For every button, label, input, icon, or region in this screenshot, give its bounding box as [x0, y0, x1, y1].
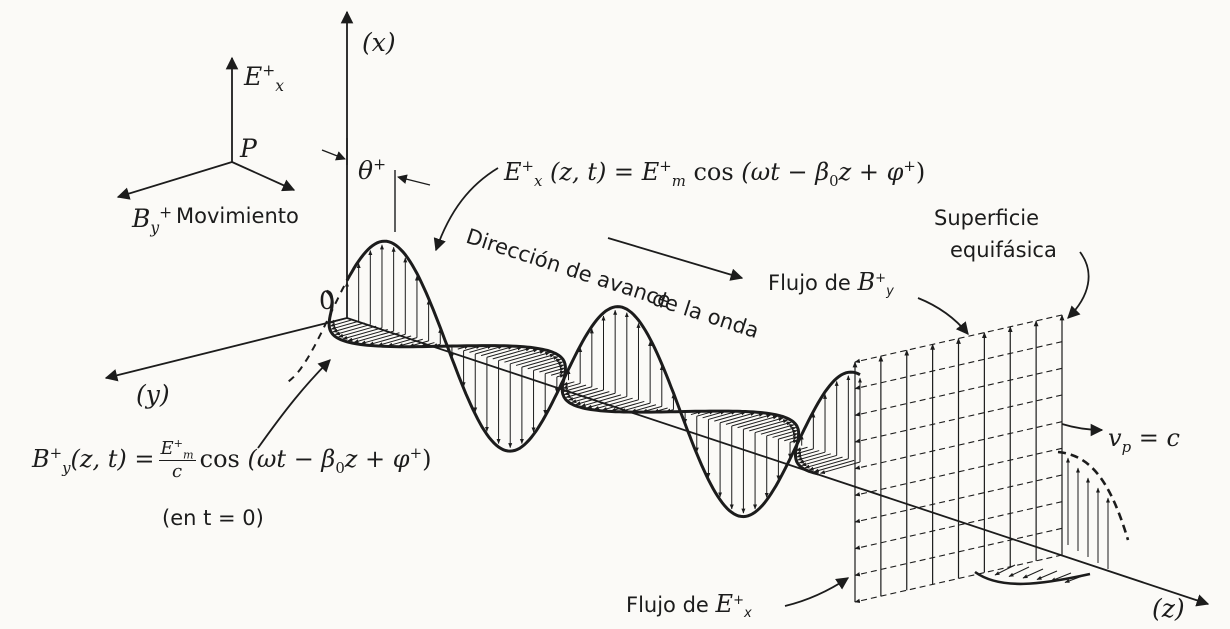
superficie-line-2: equifásica [950, 238, 1057, 262]
point-p-label: P [240, 134, 257, 163]
theta-label: θ+ [358, 155, 387, 185]
b-field-wave [325, 289, 819, 476]
origin-label: 0 [319, 286, 335, 315]
wave-continuation [974, 450, 1130, 586]
theta-pointer-right [397, 174, 431, 186]
by-small-arrow [116, 161, 233, 200]
flujo-by-label: Flujo de B+y [768, 268, 894, 300]
by-eq-note: (en t = 0) [162, 506, 264, 530]
y-axis-line [104, 317, 348, 382]
e-field-wave [345, 239, 861, 519]
z-axis-label: (z) [1152, 594, 1185, 623]
by-eq-pointer [257, 359, 331, 449]
flujo-ex-label: Flujo de E+x [626, 590, 752, 622]
x-axis-label: (x) [362, 28, 396, 57]
flujo-ex-pointer [784, 577, 850, 607]
ex-equation: E+x (z, t) = E+m cos (ωt − β0z + φ+) [504, 157, 926, 190]
y-axis-label: (y) [136, 380, 170, 409]
superficie-line-1: Superficie [934, 206, 1040, 230]
theta-pointer-left [321, 149, 346, 161]
flujo-by-pointer [917, 297, 969, 335]
ex-eq-pointer [433, 167, 499, 252]
vp-pointer [1061, 423, 1104, 437]
phase-velocity-label: vp = c [1108, 424, 1180, 456]
ex-small-label: E+x [244, 61, 284, 95]
z-axis-line [346, 317, 1210, 607]
equiphase-surface-grid [852, 314, 1065, 604]
superficie-pointer [1067, 251, 1090, 319]
e-field-wave-dashed [288, 280, 348, 383]
by-small-label: By+ [132, 203, 173, 237]
wave-direction-arrow [607, 237, 744, 281]
movement-small-arrow [231, 161, 296, 192]
movimiento-label: Movimiento [176, 204, 299, 228]
